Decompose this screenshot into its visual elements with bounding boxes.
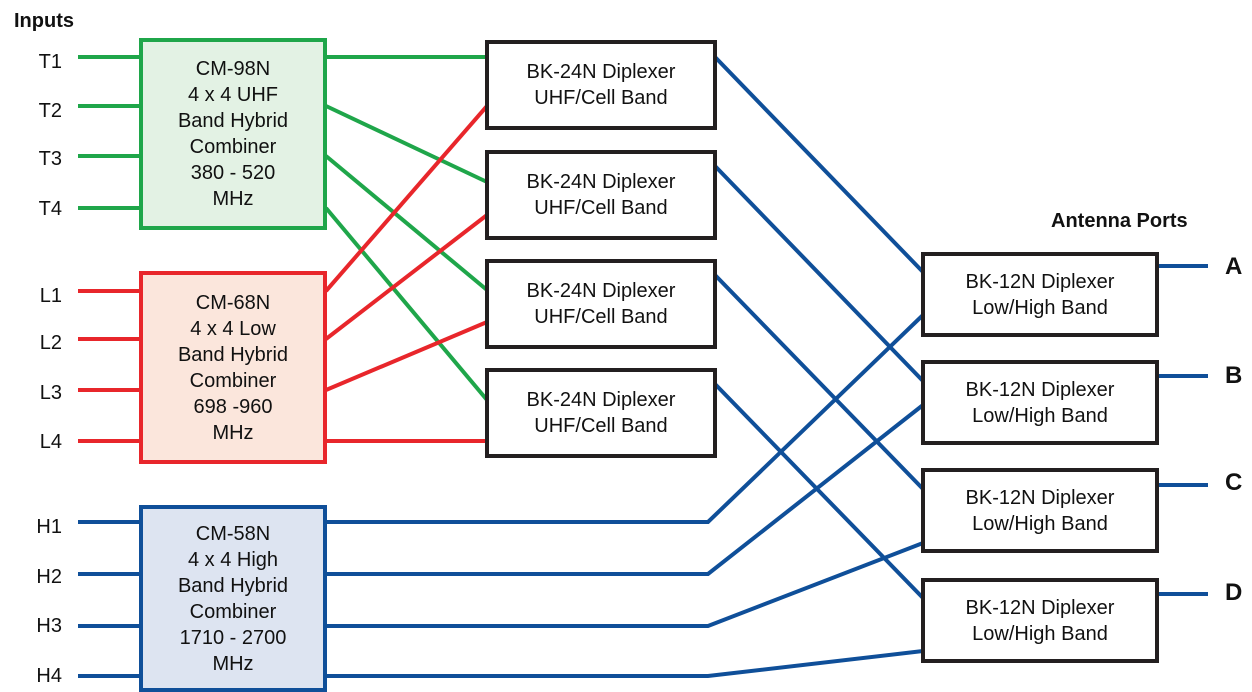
diplexer-uhf-title: BK-24N Diplexer — [526, 389, 676, 411]
diplexer-uhf-box-2: BK-24N Diplexer UHF/Cell Band — [485, 150, 717, 240]
input-label-h2: H2 — [36, 566, 62, 588]
wire-uhf-dip-2 — [713, 164, 925, 383]
wire-low-out-2 — [324, 213, 489, 341]
diplexer-lh-title: BK-12N Diplexer — [965, 596, 1115, 619]
input-label-l2: L2 — [39, 332, 62, 354]
input-label-t4: T4 — [38, 198, 62, 220]
input-label-h3: H3 — [36, 615, 62, 637]
antenna-port-c: C — [1225, 469, 1243, 496]
combiner-uhf-box: CM-98N 4 x 4 UHF Band Hybrid Combiner 38… — [139, 38, 327, 230]
antenna-port-b: B — [1225, 362, 1243, 389]
diplexer-uhf-title: BK-24N Diplexer — [526, 280, 676, 302]
diplexer-lh-band: Low/High Band — [972, 512, 1108, 535]
diplexer-lh-title: BK-12N Diplexer — [965, 486, 1115, 509]
diplexer-uhf-band: UHF/Cell Band — [534, 306, 668, 328]
combiner-low-line: 698 -960 — [193, 395, 273, 418]
diplexer-lh-band: Low/High Band — [972, 404, 1108, 427]
antenna-port-d: D — [1225, 579, 1243, 606]
combiner-low-line: CM-68N — [195, 291, 271, 314]
diplexer-uhf-band: UHF/Cell Band — [534, 415, 668, 437]
combiner-high-line: 1710 - 2700 — [179, 626, 287, 649]
combiner-high-line: 4 x 4 High — [187, 548, 279, 571]
input-label-l1: L1 — [39, 285, 62, 307]
diplexer-uhf-box-4: BK-24N Diplexer UHF/Cell Band — [485, 368, 717, 458]
combiner-high-line: Combiner — [189, 600, 277, 623]
input-label-t2: T2 — [38, 100, 62, 122]
input-label-t1: T1 — [38, 51, 62, 73]
combiner-low-line: MHz — [212, 421, 254, 444]
diplexer-lh-title: BK-12N Diplexer — [965, 378, 1115, 401]
input-label-l4: L4 — [39, 431, 62, 453]
diplexer-uhf-band: UHF/Cell Band — [534, 87, 668, 109]
combiner-low-line: 4 x 4 Low — [190, 317, 276, 340]
combiner-high-line: MHz — [212, 652, 254, 675]
wire-high-out-4 — [326, 649, 924, 678]
diplexer-uhf-title: BK-24N Diplexer — [526, 61, 676, 83]
diplexer-lh-box-b: BK-12N Diplexer Low/High Band — [921, 360, 1159, 445]
combiner-uhf-line: Band Hybrid — [177, 110, 289, 132]
combiner-uhf-line: 380 - 520 — [190, 162, 276, 184]
combiner-low-line: Band Hybrid — [177, 343, 289, 366]
combiner-high-box: CM-58N 4 x 4 High Band Hybrid Combiner 1… — [139, 505, 327, 692]
wire-high-out-1 — [326, 313, 925, 524]
wire-high-out-2 — [326, 403, 925, 576]
diplexer-uhf-title: BK-24N Diplexer — [526, 171, 676, 193]
combiner-uhf-line: Combiner — [189, 136, 277, 158]
combiner-low-box: CM-68N 4 x 4 Low Band Hybrid Combiner 69… — [139, 271, 327, 464]
antenna-ports-header: Antenna Ports — [1051, 210, 1188, 232]
wire-low-out-1 — [324, 104, 489, 293]
diplexer-uhf-box-3: BK-24N Diplexer UHF/Cell Band — [485, 259, 717, 349]
diplexer-uhf-band: UHF/Cell Band — [534, 197, 668, 219]
combiner-high-line: Band Hybrid — [177, 574, 289, 597]
wire-uhf-out-3 — [324, 154, 489, 292]
antenna-port-a: A — [1225, 253, 1243, 280]
wire-uhf-out-4 — [324, 206, 489, 402]
combiner-uhf-line: 4 x 4 UHF — [187, 84, 279, 106]
inputs-header: Inputs — [14, 10, 74, 32]
wire-uhf-dip-3 — [713, 273, 925, 491]
combiner-high-line: CM-58N — [195, 522, 271, 545]
wire-uhf-out-2 — [325, 104, 488, 184]
diplexer-lh-box-a: BK-12N Diplexer Low/High Band — [921, 252, 1159, 337]
combiner-uhf-line: CM-98N — [195, 58, 271, 80]
input-label-h1: H1 — [36, 516, 62, 538]
diplexer-lh-band: Low/High Band — [972, 296, 1108, 319]
wire-uhf-dip-4 — [713, 382, 925, 600]
diplexer-uhf-box-1: BK-24N Diplexer UHF/Cell Band — [485, 40, 717, 130]
combiner-uhf-line: MHz — [212, 188, 254, 210]
diplexer-lh-title: BK-12N Diplexer — [965, 270, 1115, 293]
wire-low-out-3 — [325, 320, 488, 392]
input-label-l3: L3 — [39, 382, 62, 404]
diplexer-lh-box-c: BK-12N Diplexer Low/High Band — [921, 468, 1159, 553]
input-label-h4: H4 — [36, 665, 62, 687]
diplexer-lh-box-d: BK-12N Diplexer Low/High Band — [921, 578, 1159, 663]
wire-uhf-dip-1 — [713, 55, 925, 274]
wire-high-out-3 — [326, 541, 924, 628]
diplexer-lh-band: Low/High Band — [972, 622, 1108, 645]
input-label-t3: T3 — [38, 148, 62, 170]
combiner-low-line: Combiner — [189, 369, 277, 392]
